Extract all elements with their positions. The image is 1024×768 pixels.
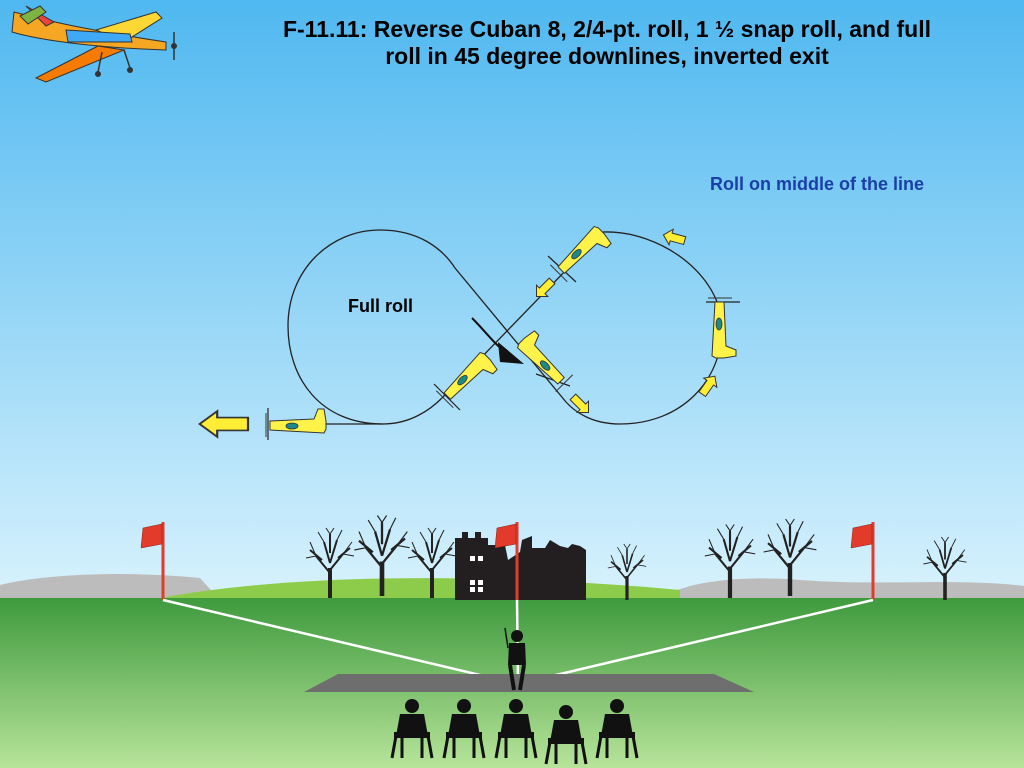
pilot-icon xyxy=(504,627,526,691)
hill-left xyxy=(0,574,220,600)
rotation-arrow xyxy=(471,317,524,364)
roll-note-label: Roll on middle of the line xyxy=(710,174,924,194)
airplane-logo-icon xyxy=(11,5,177,83)
full-roll-label: Full roll xyxy=(348,296,413,316)
sight-lines xyxy=(162,598,874,686)
page-title: F-11.11: Reverse Cuban 8, 2/4-pt. roll, … xyxy=(190,16,1024,70)
title-line-2: roll in 45 degree downlines, inverted ex… xyxy=(385,43,829,69)
flight-path xyxy=(287,229,723,425)
sky xyxy=(0,0,1024,600)
pilot-platform xyxy=(304,674,754,692)
roll-ticks xyxy=(267,255,740,440)
castle-icon xyxy=(455,532,586,600)
hill-right xyxy=(660,578,1024,600)
title-line-1: F-11.11: Reverse Cuban 8, 2/4-pt. roll, … xyxy=(282,16,932,42)
